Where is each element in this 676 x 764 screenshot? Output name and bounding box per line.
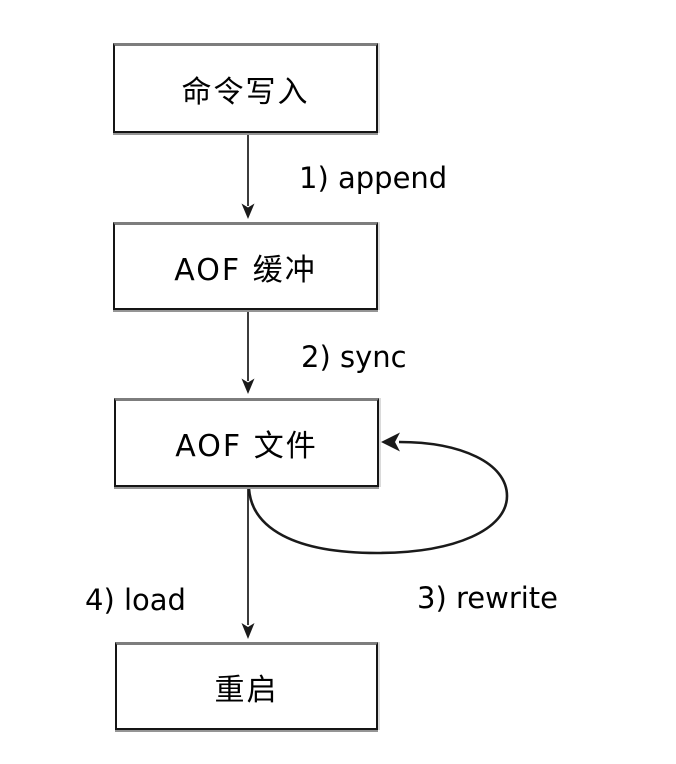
arrowhead-down-icon <box>241 378 255 394</box>
arrowhead-down-icon <box>241 623 255 639</box>
arrow-sync <box>241 312 255 394</box>
node-aof-buffer: AOF 缓冲 <box>113 222 378 310</box>
node-aof-file: AOF 文件 <box>114 398 379 487</box>
node-command-write-label: 命令写入 <box>181 74 310 110</box>
node-command-write: 命令写入 <box>113 43 378 133</box>
arrow-load <box>241 489 255 639</box>
arrow-append <box>241 135 255 219</box>
arrowhead-down-icon <box>241 203 255 219</box>
node-aof-buffer-label: AOF 缓冲 <box>174 252 317 288</box>
edge-label-append: 1) append <box>299 161 448 195</box>
node-restart: 重启 <box>115 642 378 730</box>
arrowhead-left-icon <box>381 432 400 452</box>
node-restart-label: 重启 <box>214 672 279 708</box>
node-aof-file-label: AOF 文件 <box>175 429 318 464</box>
edge-label-load: 4) load <box>85 583 186 617</box>
edge-label-rewrite: 3) rewrite <box>417 581 559 615</box>
edge-label-sync: 2) sync <box>301 340 407 374</box>
